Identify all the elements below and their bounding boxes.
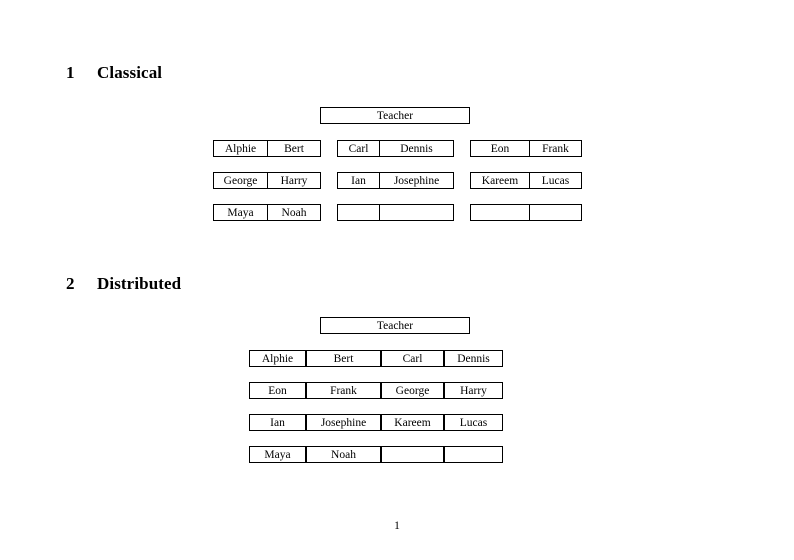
table-row: Carl Dennis: [337, 140, 454, 157]
student-cell-empty: [470, 204, 529, 221]
table-row: George Harry: [213, 172, 321, 189]
page-number: 1: [394, 520, 400, 532]
student-cell: Harry: [444, 382, 503, 399]
student-cell: Eon: [249, 382, 306, 399]
student-group-b: Carl Dennis Ian Josephine: [337, 140, 454, 221]
student-cell: Frank: [306, 382, 381, 399]
student-cell: Kareem: [381, 414, 444, 431]
student-cell: Bert: [306, 350, 381, 367]
student-cell-empty: [444, 446, 503, 463]
student-cell-empty: [529, 204, 582, 221]
student-cell: Ian: [249, 414, 306, 431]
section-number: 1: [66, 63, 75, 82]
student-cell: Maya: [249, 446, 306, 463]
student-cell: Maya: [213, 204, 267, 221]
student-group-c: Eon Frank Kareem Lucas: [470, 140, 582, 221]
section-heading-distributed: 2 Distributed: [66, 274, 181, 294]
student-cell: Dennis: [444, 350, 503, 367]
student-cell: Alphie: [213, 140, 267, 157]
student-cell: George: [213, 172, 267, 189]
student-cell: Harry: [267, 172, 321, 189]
student-cell: Lucas: [444, 414, 503, 431]
section-heading-classical: 1 Classical: [66, 63, 162, 83]
student-cell: Carl: [337, 140, 379, 157]
table-row: Alphie Bert Carl Dennis: [249, 350, 503, 367]
table-row: Ian Josephine Kareem Lucas: [249, 414, 503, 431]
table-row: Ian Josephine: [337, 172, 454, 189]
student-cell-empty: [381, 446, 444, 463]
table-row: Maya Noah: [249, 446, 503, 463]
table-row: Alphie Bert: [213, 140, 321, 157]
student-cell: Lucas: [529, 172, 582, 189]
section-title: Classical: [97, 63, 163, 82]
student-cell-empty: [379, 204, 454, 221]
student-cell: Dennis: [379, 140, 454, 157]
teacher-box-classical: Teacher: [320, 107, 470, 124]
student-cell: Eon: [470, 140, 529, 157]
student-cell: Noah: [267, 204, 321, 221]
table-row: Eon Frank George Harry: [249, 382, 503, 399]
student-cell: Kareem: [470, 172, 529, 189]
student-cell: Josephine: [306, 414, 381, 431]
student-cell: Carl: [381, 350, 444, 367]
student-cell: Noah: [306, 446, 381, 463]
student-cell: George: [381, 382, 444, 399]
teacher-box-distributed: Teacher: [320, 317, 470, 334]
table-row: Maya Noah: [213, 204, 321, 221]
table-row: [470, 204, 582, 221]
student-cell: Frank: [529, 140, 582, 157]
table-row: Eon Frank: [470, 140, 582, 157]
section-title: Distributed: [97, 274, 182, 293]
student-cell-empty: [337, 204, 379, 221]
student-cell: Bert: [267, 140, 321, 157]
student-cell: Alphie: [249, 350, 306, 367]
student-cell: Josephine: [379, 172, 454, 189]
table-row: Kareem Lucas: [470, 172, 582, 189]
table-row: [337, 204, 454, 221]
section-number: 2: [66, 274, 75, 293]
student-grid-distributed: Alphie Bert Carl Dennis Eon Frank George…: [249, 350, 503, 463]
student-cell: Ian: [337, 172, 379, 189]
student-group-a: Alphie Bert George Harry Maya Noah: [213, 140, 321, 221]
